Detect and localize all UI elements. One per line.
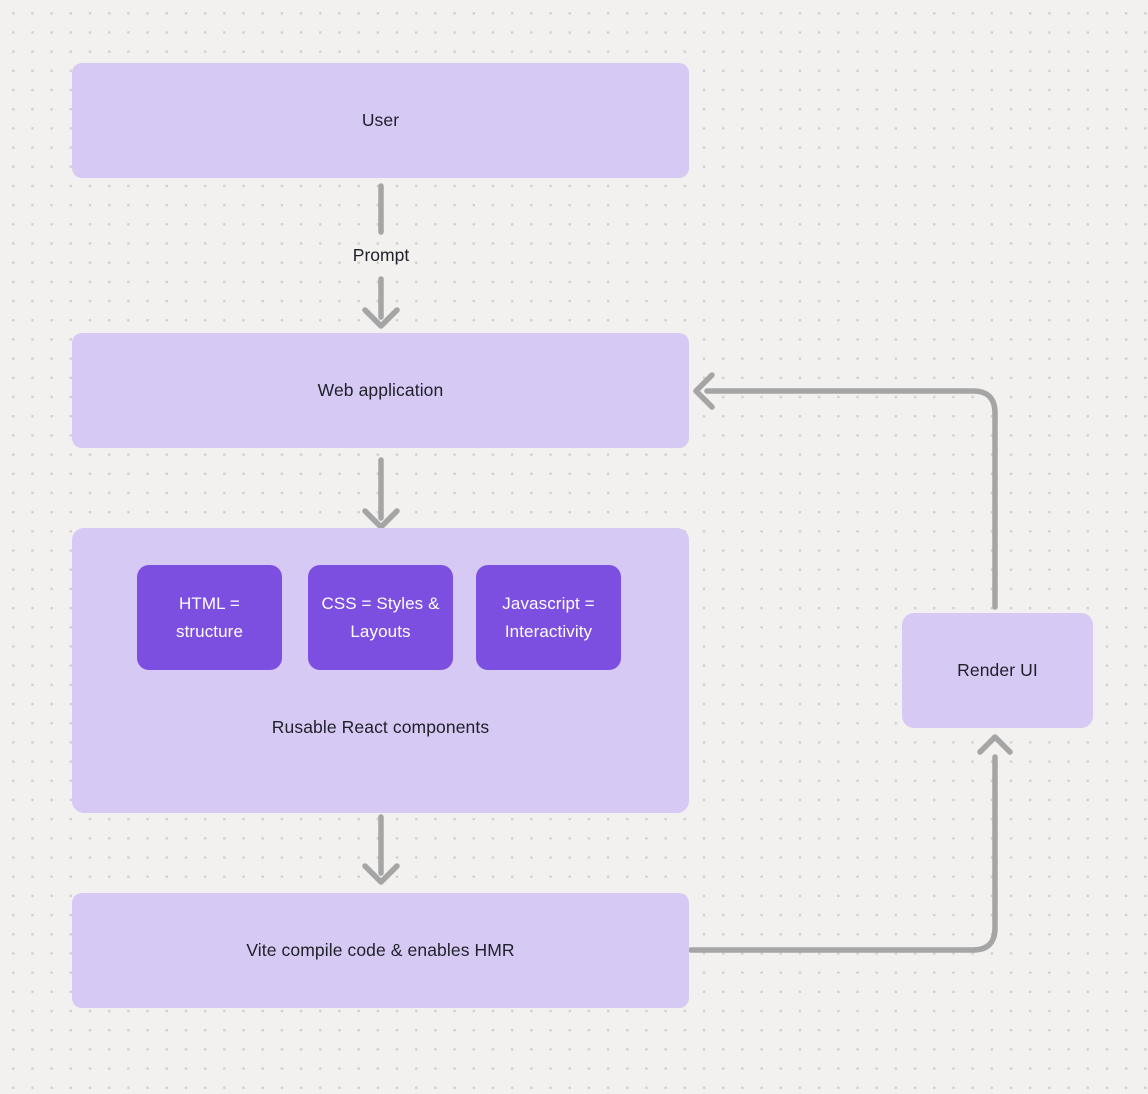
node-render-ui-label: Render UI [957,660,1038,680]
node-web-application-label: Web application [317,380,444,400]
node-vite-compile-label: Vite compile code & enables HMR [246,940,515,960]
node-css-styles: CSS = Styles & Layouts [308,565,453,670]
node-javascript-interactivity: Javascript = Interactivity [476,565,621,670]
arrowhead-down-group-icon [362,508,400,530]
arrowhead-down-vite-icon [362,863,400,885]
arrowhead-up-render-icon [977,734,1013,755]
edge-vite-to-render-line [688,754,998,953]
node-html-structure-label: HTML = structure [175,593,244,641]
edge-render-to-webapp-line [704,388,998,610]
node-javascript-interactivity-label: Javascript = Interactivity [502,593,595,641]
node-components-group: HTML = structure CSS = Styles & Layouts … [72,528,689,813]
arrowhead-down-webapp-icon [362,307,400,329]
node-render-ui: Render UI [902,613,1093,728]
edge-label-prompt: Prompt [352,245,410,265]
node-user-label: User [361,110,400,130]
components-group-caption: Rusable React components [271,717,490,737]
arrowhead-left-webapp-icon [693,372,715,410]
node-user: User [72,63,689,178]
node-css-styles-label: CSS = Styles & Layouts [321,593,440,641]
node-vite-compile: Vite compile code & enables HMR [72,893,689,1008]
node-html-structure: HTML = structure [137,565,282,670]
node-web-application: Web application [72,333,689,448]
